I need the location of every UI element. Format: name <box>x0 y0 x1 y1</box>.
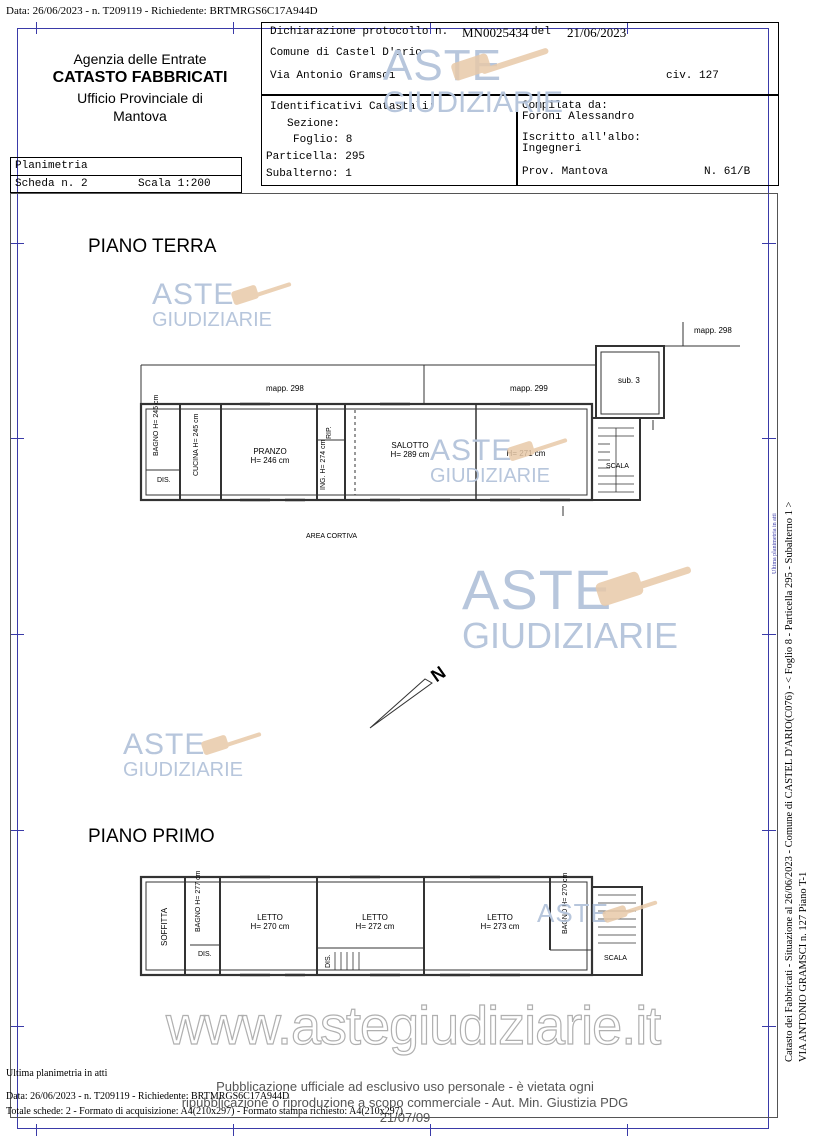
foglio-label: Foglio: 8 <box>293 134 353 146</box>
pp-dis-label: DIS. <box>198 951 212 958</box>
watermark-logo: ASTE GIUDIZIARIE <box>152 278 273 331</box>
civico-label: civ. 127 <box>666 70 719 82</box>
pp-inner-outline <box>145 881 588 971</box>
frame-tick <box>762 438 776 439</box>
publication-notice: Pubblicazione ufficiale ad esclusivo uso… <box>181 1079 629 1126</box>
frame-tick <box>10 830 24 831</box>
protocol-box <box>261 22 779 95</box>
via-label: Via Antonio Gramsci <box>270 70 396 82</box>
sezione-label: Sezione: <box>287 118 340 130</box>
protocol-label: Dichiarazione protocollo n. <box>270 26 449 38</box>
frame-tick <box>627 1124 628 1136</box>
frame-tick <box>10 438 24 439</box>
identificativi-box <box>261 95 517 186</box>
side-stamp: Ultima planimetria in atti <box>772 513 778 574</box>
gavel-icon <box>451 48 549 81</box>
scala-label: Scala 1:200 <box>138 178 211 190</box>
frame-tick <box>627 22 628 34</box>
compilata-box <box>517 95 779 186</box>
area-cortiva-label: AREA CORTIVA <box>306 533 358 540</box>
protocol-del: del <box>531 26 551 38</box>
frame-tick <box>430 1124 431 1136</box>
frame-tick <box>233 1124 234 1136</box>
gavel-icon <box>507 438 568 461</box>
frame-tick <box>233 22 234 34</box>
piano-primo-title: PIANO PRIMO <box>88 826 215 847</box>
drawing-area <box>10 193 778 1118</box>
pt-dis-label: DIS. <box>157 477 171 484</box>
iscritto-value: Ingegneri <box>522 143 582 155</box>
frame-tick <box>10 1026 24 1027</box>
piano-terra-title: PIANO TERRA <box>88 236 217 257</box>
iscritto-label: Iscritto all'albo: <box>522 132 641 144</box>
top-data-line: Data: 26/06/2023 - n. T209119 - Richiede… <box>6 5 318 17</box>
planimetria-divider <box>10 175 242 176</box>
compilata-name: Foroni Alessandro <box>522 111 635 123</box>
pt-windows <box>240 402 570 502</box>
scheda-label: Scheda n. 2 <box>15 178 88 190</box>
frame-tick <box>36 1124 37 1136</box>
frame-tick <box>762 634 776 635</box>
mapp-298-top-label: mapp. 298 <box>694 326 732 335</box>
identificativi-label: Identificativi Catastali: <box>270 101 436 113</box>
gavel-icon <box>231 282 292 305</box>
footer-ultima: Ultima planimetria in atti <box>6 1068 108 1079</box>
north-arrow <box>369 678 433 729</box>
watermark-logo: ASTE GIUDIZIARIE <box>123 728 244 781</box>
pt-stair-steps <box>598 427 634 493</box>
pp-stair-steps <box>334 894 636 970</box>
frame-tick <box>10 634 24 635</box>
frame-tick <box>762 830 776 831</box>
sub3-inner <box>600 351 660 415</box>
protocol-date: 21/06/2023 <box>567 25 627 40</box>
sheet-frame <box>17 28 769 1129</box>
gavel-icon <box>201 732 262 755</box>
compilata-label: Compilata da: <box>522 100 608 112</box>
ufficio-city: Mantova <box>113 108 167 125</box>
pt-inner-outline <box>145 408 588 496</box>
agency-block: Agenzia delle Entrate CATASTO FABBRICATI… <box>30 50 250 125</box>
watermark-logo: ASTE GIUDIZIARIE <box>430 434 551 487</box>
gavel-icon <box>602 900 658 923</box>
catasto-title: CATASTO FABBRICATI <box>52 69 228 87</box>
agency-name: Agenzia delle Entrate <box>73 51 207 67</box>
frame-tick <box>10 243 24 244</box>
watermark-logo: ASTE <box>537 898 609 928</box>
frame-tick <box>430 22 431 34</box>
mapp-298-label: mapp. 298 <box>266 384 304 393</box>
footer-data-line: Data: 26/06/2023 - n. T209119 - Richiede… <box>6 1091 290 1102</box>
side-catasto-line: Catasto dei Fabbricati - Situazione al 2… <box>784 501 795 1062</box>
sub3-outline <box>595 345 665 419</box>
mapp-299-label: mapp. 299 <box>510 384 548 393</box>
ufficio-label: Ufficio Provinciale di <box>77 89 203 106</box>
provincia-label: Prov. Mantova <box>522 166 608 178</box>
pt-scala-label: SCALA <box>606 463 629 470</box>
frame-tick <box>762 1026 776 1027</box>
particella-label: Particella: 295 <box>266 151 366 163</box>
pp-stair-outline <box>591 886 643 976</box>
frame-tick <box>36 22 37 34</box>
planimetria-label: Planimetria <box>15 160 88 172</box>
frame-tick <box>762 243 776 244</box>
gavel-icon <box>595 566 691 606</box>
sub3-label: sub. 3 <box>618 376 640 385</box>
site-watermark: www.astegiudiziarie.it <box>165 995 661 1056</box>
subalterno-label: Subalterno: 1 <box>266 168 352 180</box>
protocol-number: MN0025434 <box>462 25 529 40</box>
footer-totale: Totale schede: 2 - Formato di acquisizio… <box>6 1106 403 1117</box>
watermark-logo: ASTE GIUDIZIARIE <box>462 558 679 656</box>
albo-number: N. 61/B <box>704 166 751 178</box>
comune-label: Comune di Castel D'ario <box>270 47 422 59</box>
pp-scala-label: SCALA <box>604 955 627 962</box>
side-address-line: VIA ANTONIO GRAMSCI n. 127 Piano T-1 <box>798 871 809 1062</box>
pp-windows <box>240 875 520 977</box>
